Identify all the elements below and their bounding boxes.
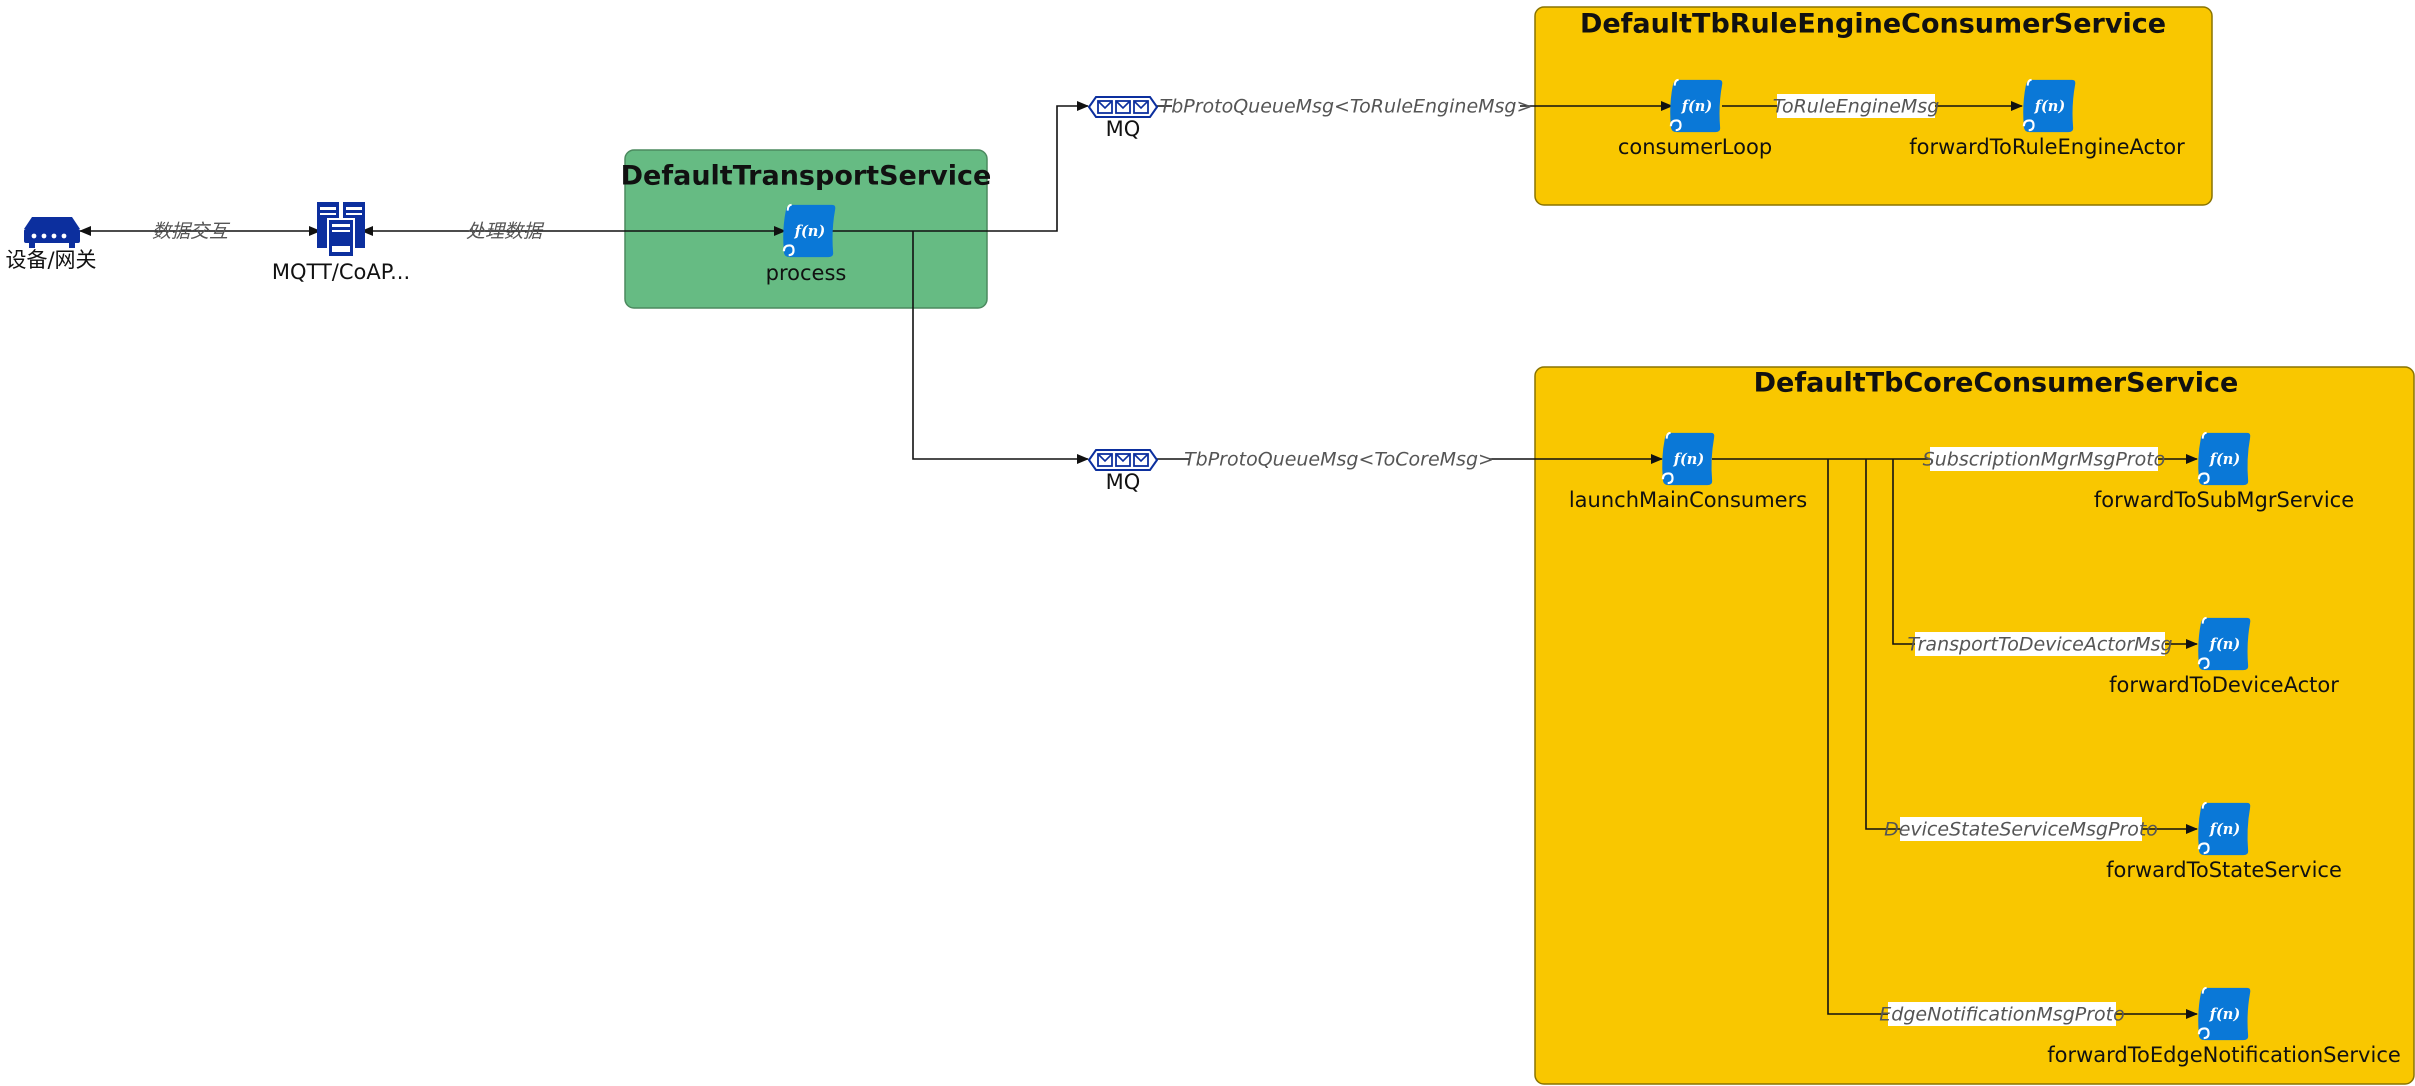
edge-label-process-data: 处理数据 — [466, 221, 545, 243]
node-forward-edge-notification-service[interactable]: forwardToEdgeNotificationService — [2047, 986, 2401, 1067]
forward-sub-mgr-service-label: forwardToSubMgrService — [2094, 488, 2354, 512]
function-icon — [1669, 78, 1724, 134]
node-mq-rule-engine[interactable]: MQ — [1088, 96, 1158, 141]
function-icon — [1661, 431, 1716, 487]
queue-icon — [1088, 96, 1158, 118]
function-icon — [2197, 986, 2252, 1042]
edge-label-bg-device-actor — [1915, 632, 2165, 656]
edge-label-bg-to-rule-engine — [1777, 94, 1935, 118]
forward-rule-engine-actor-label: forwardToRuleEngineActor — [1909, 135, 2185, 159]
queue-icon — [1088, 449, 1158, 471]
core-consumer-title: DefaultTbCoreConsumerService — [1754, 368, 2239, 399]
edge-label-bg-rule-queue — [1172, 94, 1520, 118]
node-process[interactable]: process — [766, 203, 847, 285]
edge-label-bg-state — [1900, 817, 2142, 841]
consumer-loop-label: consumerLoop — [1618, 135, 1772, 159]
function-icon — [2197, 801, 2252, 857]
process-label: process — [766, 261, 847, 285]
node-forward-state-service[interactable]: forwardToStateService — [2106, 801, 2342, 882]
function-icon — [782, 203, 837, 259]
edge-label-subscription-mgr: SubscriptionMgrMsgProto — [1923, 449, 2166, 471]
forward-edge-notification-service-label: forwardToEdgeNotificationService — [2047, 1043, 2401, 1067]
edge-label-bg-core-queue — [1189, 447, 1489, 471]
function-icon — [2197, 616, 2252, 672]
edge-label-bg-sub-mgr — [1930, 447, 2158, 471]
core-consumer-container: DefaultTbCoreConsumerService — [1534, 366, 2415, 1085]
edge-process-mq-core — [912, 231, 1089, 464]
edge-label-transport-device-actor: TransportToDeviceActorMsg — [1907, 634, 2172, 656]
node-protocol-server[interactable]: MQTT/CoAP... — [272, 201, 410, 284]
node-device-gateway[interactable]: 设备/网关 — [5, 217, 97, 272]
node-forward-rule-engine-actor[interactable]: forwardToRuleEngineActor — [1909, 78, 2185, 159]
function-icon — [2022, 78, 2077, 134]
rule-engine-consumer-title: DefaultTbRuleEngineConsumerService — [1580, 9, 2166, 40]
edge-label-data-exchange: 数据交互 — [152, 221, 231, 243]
server-icon — [316, 201, 366, 258]
edge-label-bg-edge-notif — [1888, 1002, 2116, 1026]
forward-device-actor-label: forwardToDeviceActor — [2109, 673, 2339, 697]
mq-core-label: MQ — [1106, 470, 1141, 494]
edge-process-mq-rule — [827, 101, 1089, 232]
device-gateway-label: 设备/网关 — [5, 248, 96, 272]
edge-label-rule-queue-msg: TbProtoQueueMsg<ToRuleEngineMsg> — [1160, 96, 1533, 118]
edge-label-core-queue-msg: TbProtoQueueMsg<ToCoreMsg> — [1184, 449, 1494, 471]
edge-label-to-rule-engine-msg: ToRuleEngineMsg — [1773, 96, 1940, 118]
node-mq-core[interactable]: MQ — [1088, 449, 1158, 494]
function-icon — [2197, 431, 2252, 487]
edge-labels: 数据交互 处理数据 TbProtoQueueMsg<ToRuleEngineMs… — [152, 94, 2173, 1026]
edge-label-device-state: DeviceStateServiceMsgProto — [1884, 819, 2158, 841]
node-forward-device-actor[interactable]: forwardToDeviceActor — [2109, 616, 2339, 697]
launch-main-consumers-label: launchMainConsumers — [1569, 488, 1807, 512]
protocol-server-label: MQTT/CoAP... — [272, 260, 410, 284]
router-icon — [24, 217, 80, 248]
node-consumer-loop[interactable]: consumerLoop — [1618, 78, 1772, 159]
node-forward-sub-mgr-service[interactable]: forwardToSubMgrService — [2094, 431, 2354, 512]
transport-service-title: DefaultTransportService — [621, 161, 992, 192]
node-launch-main-consumers[interactable]: launchMainConsumers — [1569, 431, 1807, 512]
mq-rule-engine-label: MQ — [1106, 117, 1141, 141]
forward-state-service-label: forwardToStateService — [2106, 858, 2342, 882]
edge-label-edge-notification: EdgeNotificationMsgProto — [1879, 1004, 2124, 1026]
